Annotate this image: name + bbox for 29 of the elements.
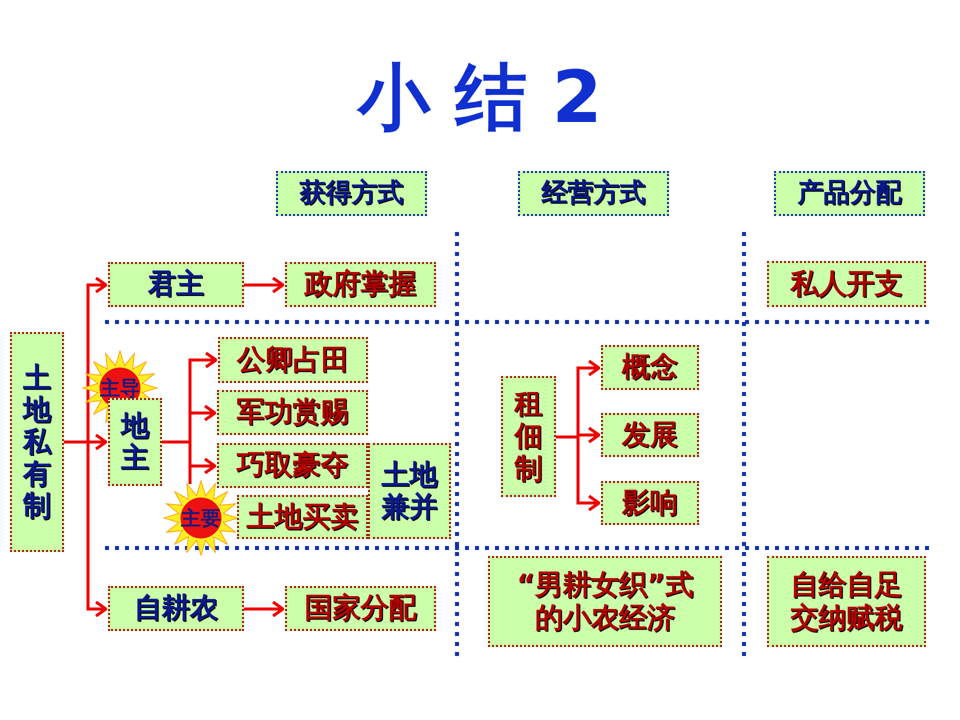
- arrow: [244, 276, 284, 294]
- arrow: [244, 600, 284, 618]
- label-box: 巧取豪夺: [217, 443, 368, 488]
- label-box: 概念: [601, 345, 699, 390]
- label-box: 地主: [108, 398, 162, 486]
- box-text: 交纳赋税: [790, 602, 902, 634]
- label-box: 政府掌握: [285, 262, 436, 307]
- label-box: 发展: [601, 413, 699, 457]
- column-header: 经营方式: [518, 171, 669, 216]
- label-box: 土地私有制: [10, 332, 64, 552]
- label-box: 公卿占田: [218, 337, 368, 383]
- label-box: 君主: [108, 262, 244, 307]
- label-box: 影响: [601, 481, 699, 525]
- arrow: [556, 436, 600, 512]
- slide-title: 小 结 2: [356, 54, 604, 141]
- arrow: [64, 440, 108, 618]
- column-header: 产品分配: [774, 171, 925, 216]
- label-box: 土地兼并: [368, 443, 451, 539]
- label-box: 军功赏赐: [217, 390, 368, 435]
- label-box: 自耕农: [108, 586, 244, 631]
- label-box: 私人开支: [767, 261, 926, 307]
- label-box: “男耕女织”式的小农经济: [488, 556, 722, 647]
- column-header: 获得方式: [276, 171, 427, 216]
- label-box: 租佃制: [501, 376, 556, 497]
- label-box: [767, 556, 926, 647]
- label-box: 国家分配: [285, 586, 436, 631]
- box-text: 自给自足: [790, 569, 902, 602]
- starburst-badge: 主要: [163, 480, 239, 556]
- label-box: 土地买卖: [237, 495, 368, 539]
